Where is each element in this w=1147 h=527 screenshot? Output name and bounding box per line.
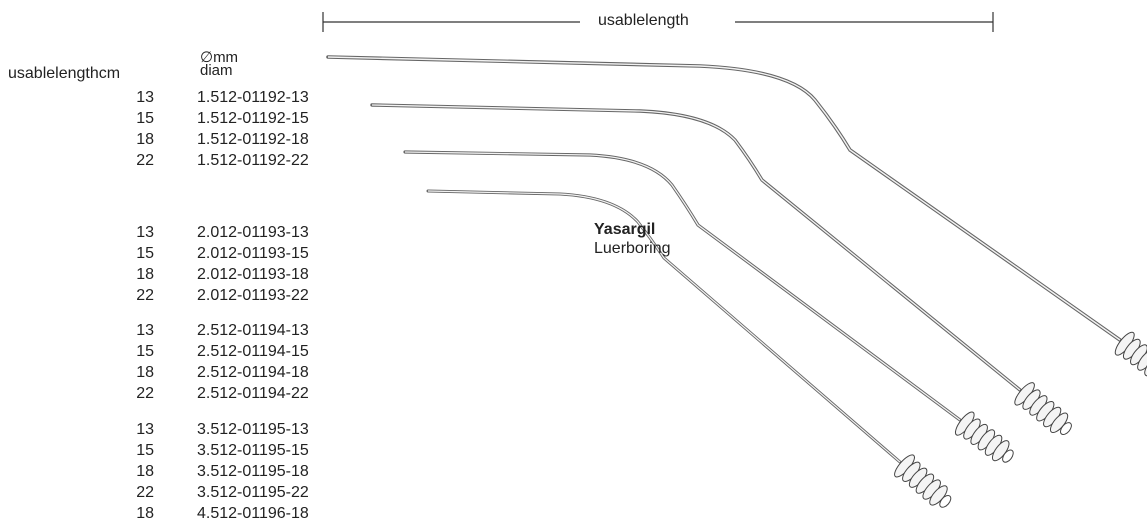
suction-tube-2	[370, 103, 1022, 392]
row-article-number: 2.512-01194-15	[197, 343, 309, 360]
suction-tube-3	[403, 150, 962, 422]
row-article-number: 4.512-01196-18	[197, 505, 309, 522]
row-length: 13	[136, 89, 154, 106]
row-length: 18	[136, 463, 154, 480]
row-article-number: 2.012-01193-13	[197, 224, 309, 241]
row-article-number: 2.012-01193-18	[197, 266, 309, 283]
suction-tube-1	[326, 55, 1122, 342]
row-length: 15	[136, 245, 154, 262]
row-length: 22	[136, 385, 154, 402]
usable-length-label: usablelength	[594, 12, 693, 30]
row-article-number: 1.512-01192-22	[197, 152, 309, 169]
luer-hub-4	[894, 454, 952, 508]
product-brand: Yasargil	[594, 221, 656, 238]
usable-length-column-header: usablelengthcm	[8, 65, 121, 82]
row-article-number: 3.512-01195-22	[197, 484, 309, 501]
luer-hub-2	[1014, 382, 1072, 436]
row-length: 13	[136, 322, 154, 339]
luer-hubs	[894, 331, 1147, 508]
row-length: 18	[136, 364, 154, 381]
row-length: 22	[136, 287, 154, 304]
row-article-number: 3.512-01195-15	[197, 442, 309, 459]
product-type: Luerboring	[594, 240, 671, 257]
diameter-column-header: ∅mm	[200, 49, 239, 66]
row-article-number: 2.512-01194-22	[197, 385, 309, 402]
row-length: 18	[136, 266, 154, 283]
tube-shafts	[1000, 280, 1125, 345]
row-article-number: 3.512-01195-18	[197, 463, 309, 480]
row-length: 13	[136, 224, 154, 241]
row-length: 22	[136, 152, 154, 169]
row-length: 15	[136, 110, 154, 127]
row-article-number: 2.012-01193-22	[197, 287, 309, 304]
diameter-column-subheader: diam	[200, 62, 233, 79]
luer-hub-3	[954, 411, 1014, 463]
row-length: 15	[136, 343, 154, 360]
suction-tube-4	[426, 189, 902, 464]
row-article-number: 2.512-01194-13	[197, 322, 309, 339]
row-length: 13	[136, 421, 154, 438]
row-article-number: 2.512-01194-18	[197, 364, 309, 381]
row-article-number: 2.012-01193-15	[197, 245, 309, 262]
row-article-number: 1.512-01192-15	[197, 110, 309, 127]
row-article-number: 3.512-01195-13	[197, 421, 309, 438]
row-article-number: 1.512-01192-13	[197, 89, 309, 106]
row-length: 15	[136, 442, 154, 459]
row-length: 18	[136, 505, 154, 522]
luer-hub-1	[1114, 331, 1147, 377]
row-length: 22	[136, 484, 154, 501]
row-length: 18	[136, 131, 154, 148]
usable-length-dimension	[322, 12, 994, 32]
row-article-number: 1.512-01192-18	[197, 131, 309, 148]
